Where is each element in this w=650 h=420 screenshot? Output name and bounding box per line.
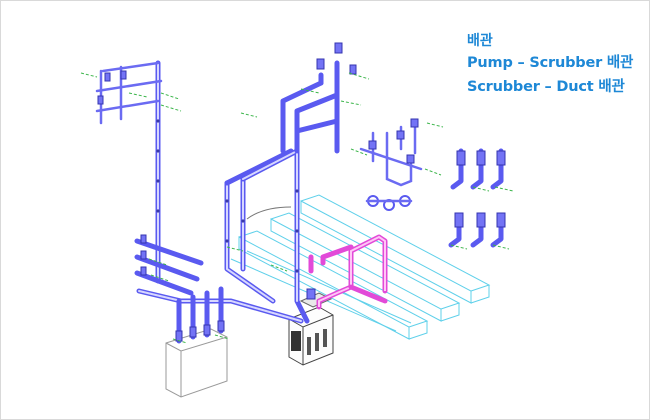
detail-fittings <box>365 195 413 211</box>
legend-scrubber-duct-piping: Scrubber – Duct 배관 <box>467 79 625 95</box>
legend-pump-scrubber-piping: Pump – Scrubber 배관 <box>467 55 634 71</box>
legend: 배관 Pump – Scrubber 배관 Scrubber – Duct 배관 <box>467 31 633 99</box>
detail-assemblies-lower <box>448 212 506 248</box>
scrubber-unit <box>288 292 334 366</box>
detail-manifold <box>359 118 423 187</box>
exhaust-ducts <box>230 194 491 340</box>
annotation-tags <box>80 72 514 344</box>
scrubber-duct-piping <box>308 234 388 310</box>
equipment-cabinet <box>165 328 228 398</box>
valve-markers <box>97 42 357 342</box>
legend-piping: 배관 <box>467 33 493 49</box>
detail-assemblies-upper <box>450 148 506 190</box>
